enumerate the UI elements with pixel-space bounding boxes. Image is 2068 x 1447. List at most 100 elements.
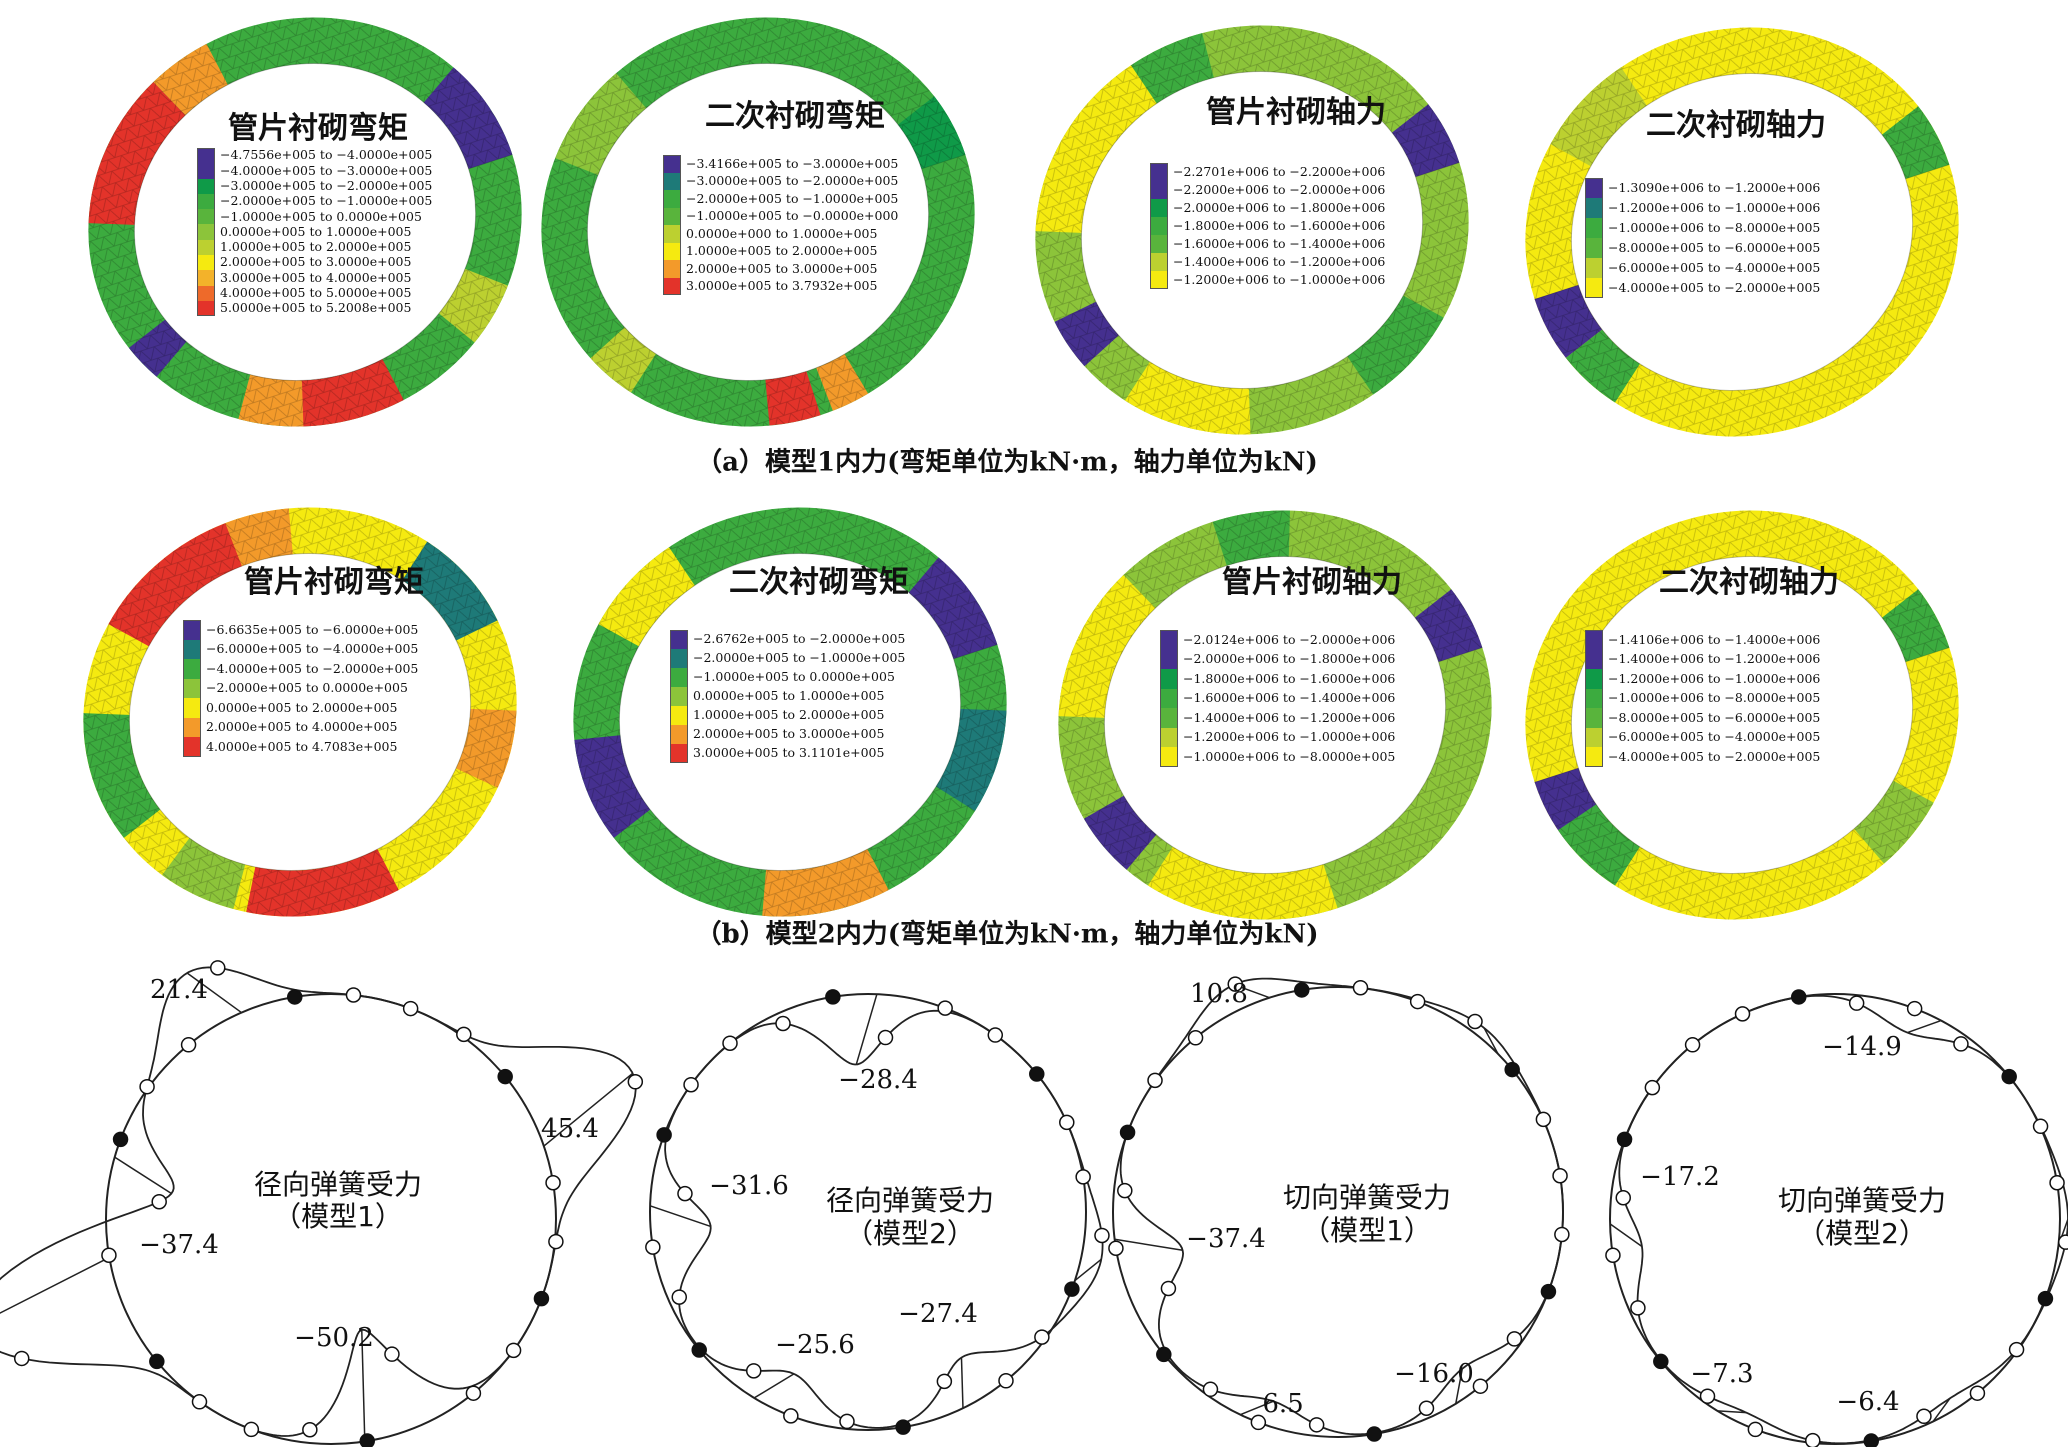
spring-node bbox=[456, 1026, 472, 1043]
mesh-overlay bbox=[1525, 510, 1959, 920]
spring-node bbox=[775, 1015, 791, 1032]
legend-entry: −1.0000e+005 to 0.0000e+005 bbox=[197, 209, 432, 225]
legend-label: 2.0000e+005 to 4.0000e+005 bbox=[206, 719, 398, 734]
legend-entry: −1.0000e+006 to −8.0000e+005 bbox=[1585, 218, 1820, 238]
spring-node bbox=[987, 1027, 1004, 1043]
legend-label: −1.2000e+006 to −1.0000e+006 bbox=[1608, 670, 1821, 686]
legend-entry: 2.0000e+005 to 3.0000e+005 bbox=[197, 255, 432, 271]
spring-node bbox=[645, 1239, 661, 1255]
legend-entry: −1.2000e+006 to −1.0000e+006 bbox=[1585, 198, 1820, 218]
legend-entry: −1.2000e+006 to −1.0000e+006 bbox=[1150, 271, 1385, 289]
legend-entry: −1.4000e+006 to −1.2000e+006 bbox=[1160, 708, 1395, 728]
spring-node bbox=[1906, 1000, 1923, 1017]
legend-entry: −4.0000e+005 to −2.0000e+005 bbox=[1585, 278, 1820, 298]
spring-diagram bbox=[645, 989, 1110, 1435]
caption-a: （a）模型1内力(弯矩单位为kN·m，轴力单位为kN) bbox=[696, 447, 1318, 478]
legend-label: −2.0000e+005 to 0.0000e+005 bbox=[206, 680, 408, 695]
color-legend: −1.3090e+006 to −1.2000e+006−1.2000e+006… bbox=[1585, 178, 1820, 298]
legend-label: −4.0000e+005 to −2.0000e+005 bbox=[1608, 748, 1821, 764]
legend-entry: −2.0000e+005 to 0.0000e+005 bbox=[183, 678, 418, 698]
force-leader bbox=[0, 1256, 110, 1314]
spring-node bbox=[2001, 1068, 2017, 1085]
spring-value: 21.4 bbox=[150, 975, 208, 1005]
spring-subtitle: （模型2） bbox=[845, 1217, 975, 1250]
spring-value: −37.4 bbox=[139, 1230, 219, 1260]
spring-node bbox=[1352, 979, 1369, 996]
legend-entry: −4.0000e+005 to −2.0000e+005 bbox=[1585, 747, 1820, 767]
spring-value: −31.6 bbox=[709, 1171, 789, 1201]
legend-swatch bbox=[1585, 708, 1603, 728]
spring-node bbox=[149, 1353, 165, 1370]
force-leader bbox=[1609, 1223, 1643, 1248]
legend-label: −1.2000e+006 to −1.0000e+006 bbox=[1173, 271, 1386, 287]
spring-node bbox=[548, 1233, 564, 1250]
legend-swatch bbox=[1585, 198, 1603, 218]
legend-swatch bbox=[183, 678, 201, 698]
force-leader bbox=[1114, 1238, 1183, 1252]
spring-node bbox=[783, 1408, 799, 1424]
spring-subtitle: （模型1） bbox=[273, 1200, 403, 1233]
legend-label: −1.2000e+006 to −1.0000e+006 bbox=[1608, 199, 1821, 215]
legend-entry: −2.2701e+006 to −2.2000e+006 bbox=[1150, 163, 1385, 181]
force-leader bbox=[1455, 1368, 1464, 1404]
legend-swatch bbox=[1585, 278, 1603, 298]
legend-entry: 1.0000e+005 to 2.0000e+005 bbox=[197, 239, 432, 256]
spring-node bbox=[1147, 1072, 1163, 1089]
color-legend: −4.7556e+005 to −4.0000e+005−4.0000e+005… bbox=[197, 147, 433, 317]
mesh-overlay bbox=[541, 17, 975, 427]
legend-swatch bbox=[183, 717, 201, 737]
legend-swatch bbox=[197, 224, 215, 240]
spring-node bbox=[691, 1342, 707, 1358]
legend-swatch bbox=[1160, 630, 1178, 650]
spring-node bbox=[1630, 1300, 1646, 1316]
legend-label: −6.6635e+005 to −6.0000e+005 bbox=[206, 621, 419, 637]
legend-entry: −1.6000e+006 to −1.4000e+006 bbox=[1150, 235, 1385, 253]
spring-node bbox=[1953, 1036, 1969, 1052]
panel-title: 二次衬砌弯矩 bbox=[729, 565, 909, 600]
legend-entry: −6.0000e+005 to −4.0000e+005 bbox=[1585, 727, 1820, 747]
spring-node bbox=[1653, 1353, 1669, 1370]
mesh-overlay bbox=[1525, 27, 1959, 437]
force-leader bbox=[1932, 1397, 1951, 1422]
legend-swatch bbox=[1160, 669, 1178, 689]
spring-node bbox=[1187, 1030, 1204, 1046]
legend-label: −4.0000e+005 to −2.0000e+005 bbox=[206, 660, 419, 676]
lining-ring bbox=[1058, 510, 1492, 920]
force-leader bbox=[361, 1329, 366, 1442]
legend-entry: −2.0000e+005 to −1.0000e+005 bbox=[197, 193, 432, 210]
legend-label: −1.4000e+006 to −1.2000e+006 bbox=[1183, 709, 1396, 725]
legend-entry: −2.0000e+006 to −1.8000e+006 bbox=[1150, 199, 1385, 217]
force-leader bbox=[1907, 1019, 1942, 1034]
spring-value: 10.8 bbox=[1190, 979, 1248, 1009]
spring-node bbox=[1616, 1131, 1633, 1148]
spring-subtitle: （模型2） bbox=[1797, 1217, 1927, 1250]
legend-label: −6.0000e+005 to −4.0000e+005 bbox=[1608, 259, 1821, 275]
legend-label: −2.0000e+006 to −1.8000e+006 bbox=[1173, 199, 1386, 215]
legend-entry: 2.0000e+005 to 3.0000e+005 bbox=[663, 260, 898, 278]
legend-swatch bbox=[1585, 727, 1603, 747]
spring-node bbox=[151, 1194, 167, 1210]
legend-entry: 4.0000e+005 to 5.0000e+005 bbox=[197, 285, 432, 301]
legend-label: −1.0000e+006 to −8.0000e+005 bbox=[1183, 748, 1396, 764]
legend-label: −4.7556e+005 to −4.0000e+005 bbox=[220, 147, 433, 163]
spring-node bbox=[1160, 1280, 1177, 1297]
legend-entry: −1.8000e+006 to −1.6000e+006 bbox=[1150, 217, 1385, 235]
force-leader bbox=[1240, 1400, 1274, 1416]
spring-node bbox=[745, 1363, 762, 1379]
spring-node bbox=[139, 1078, 155, 1095]
color-legend: −2.0124e+006 to −2.0000e+006−2.0000e+006… bbox=[1160, 630, 1395, 767]
spring-node bbox=[1969, 1385, 1986, 1401]
legend-label: 2.0000e+005 to 3.0000e+005 bbox=[686, 260, 878, 276]
legend-swatch bbox=[1150, 217, 1168, 235]
spring-node bbox=[1034, 1329, 1050, 1345]
spring-node bbox=[1699, 1388, 1716, 1404]
force-leader bbox=[186, 972, 242, 1014]
lining-ring bbox=[1525, 510, 1959, 920]
spring-node bbox=[877, 1029, 894, 1046]
panel-title: 管片衬砌弯矩 bbox=[228, 111, 408, 146]
spring-node bbox=[1059, 1114, 1075, 1131]
spring-node bbox=[1552, 1168, 1568, 1184]
legend-swatch bbox=[1585, 258, 1603, 278]
legend-label: −2.2701e+006 to −2.2000e+006 bbox=[1173, 163, 1386, 179]
legend-entry: −6.0000e+005 to −4.0000e+005 bbox=[1585, 258, 1820, 278]
